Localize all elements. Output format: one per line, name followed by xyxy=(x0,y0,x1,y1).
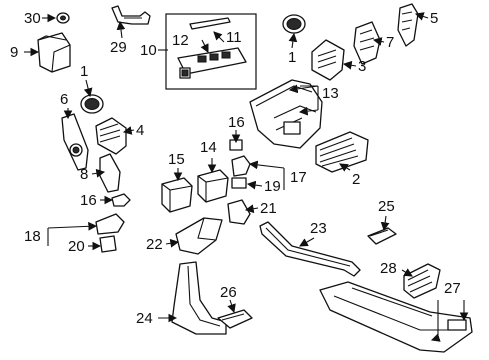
part-18-duct-bracket xyxy=(95,213,125,235)
part-7-vent-louver xyxy=(353,21,381,65)
part-9-duct-adapter xyxy=(37,32,71,73)
label-4: 4 xyxy=(136,122,144,139)
label-6: 6 xyxy=(60,91,68,108)
label-9: 9 xyxy=(10,44,18,61)
part-22-floor-duct xyxy=(175,217,223,255)
label-11: 11 xyxy=(226,29,242,46)
part-15-motor xyxy=(161,177,193,213)
label-29: 29 xyxy=(110,39,127,56)
part-29-tube xyxy=(111,5,151,25)
label-3: 3 xyxy=(358,58,366,75)
label-2: 2 xyxy=(352,171,360,188)
leader-lines xyxy=(24,12,469,342)
part-2-vent-register xyxy=(315,131,369,173)
label-21: 21 xyxy=(260,200,277,217)
part-5-side-vent xyxy=(397,3,419,47)
label-27: 27 xyxy=(444,280,461,297)
label-22: 22 xyxy=(146,236,163,253)
part-3-vent-housing xyxy=(311,39,345,81)
label-24: 24 xyxy=(136,310,153,327)
label-18: 18 xyxy=(24,228,41,245)
part-16-connector xyxy=(111,193,131,207)
label-10: 10 xyxy=(140,42,157,59)
part-23-long-duct xyxy=(259,221,361,277)
label-12: 12 xyxy=(172,32,189,49)
label-16-upper: 16 xyxy=(228,114,245,131)
label-13: 13 xyxy=(322,85,339,102)
part-4-duct-elbow xyxy=(95,117,127,155)
part-10-control-box xyxy=(165,13,257,90)
label-25: 25 xyxy=(378,198,395,215)
label-5: 5 xyxy=(430,10,438,27)
part-labels: 30 9 29 10 12 11 1 3 7 5 1 6 4 8 13 2 16… xyxy=(10,10,461,327)
part-20-clip xyxy=(99,235,117,253)
part-25-vent-cover xyxy=(367,227,397,245)
label-17: 17 xyxy=(290,169,307,186)
label-19: 19 xyxy=(264,178,281,195)
label-7: 7 xyxy=(386,34,394,51)
part-6-vent-bezel xyxy=(61,113,89,171)
part-21-bracket xyxy=(227,199,251,225)
part-17-actuator-assembly xyxy=(231,155,251,189)
label-28: 28 xyxy=(380,260,397,277)
label-8: 8 xyxy=(80,166,88,183)
part-13-hvac-housing xyxy=(249,79,323,149)
part-28-rear-vent xyxy=(403,263,441,299)
label-15: 15 xyxy=(168,151,185,168)
label-26: 26 xyxy=(220,284,237,301)
part-1-round-vent-left xyxy=(80,94,104,114)
part-30-grommet xyxy=(56,12,70,24)
part-14-actuator xyxy=(197,169,229,203)
label-20: 20 xyxy=(68,238,85,255)
part-24-rear-duct xyxy=(171,261,227,335)
part-8-bracket xyxy=(99,153,121,193)
label-1-left: 1 xyxy=(80,63,88,80)
label-23: 23 xyxy=(310,220,327,237)
label-14: 14 xyxy=(200,139,217,156)
label-1-top: 1 xyxy=(288,49,296,66)
label-30: 30 xyxy=(24,10,41,27)
part-1-round-vent-top xyxy=(282,14,306,34)
label-16-lower: 16 xyxy=(80,192,97,209)
